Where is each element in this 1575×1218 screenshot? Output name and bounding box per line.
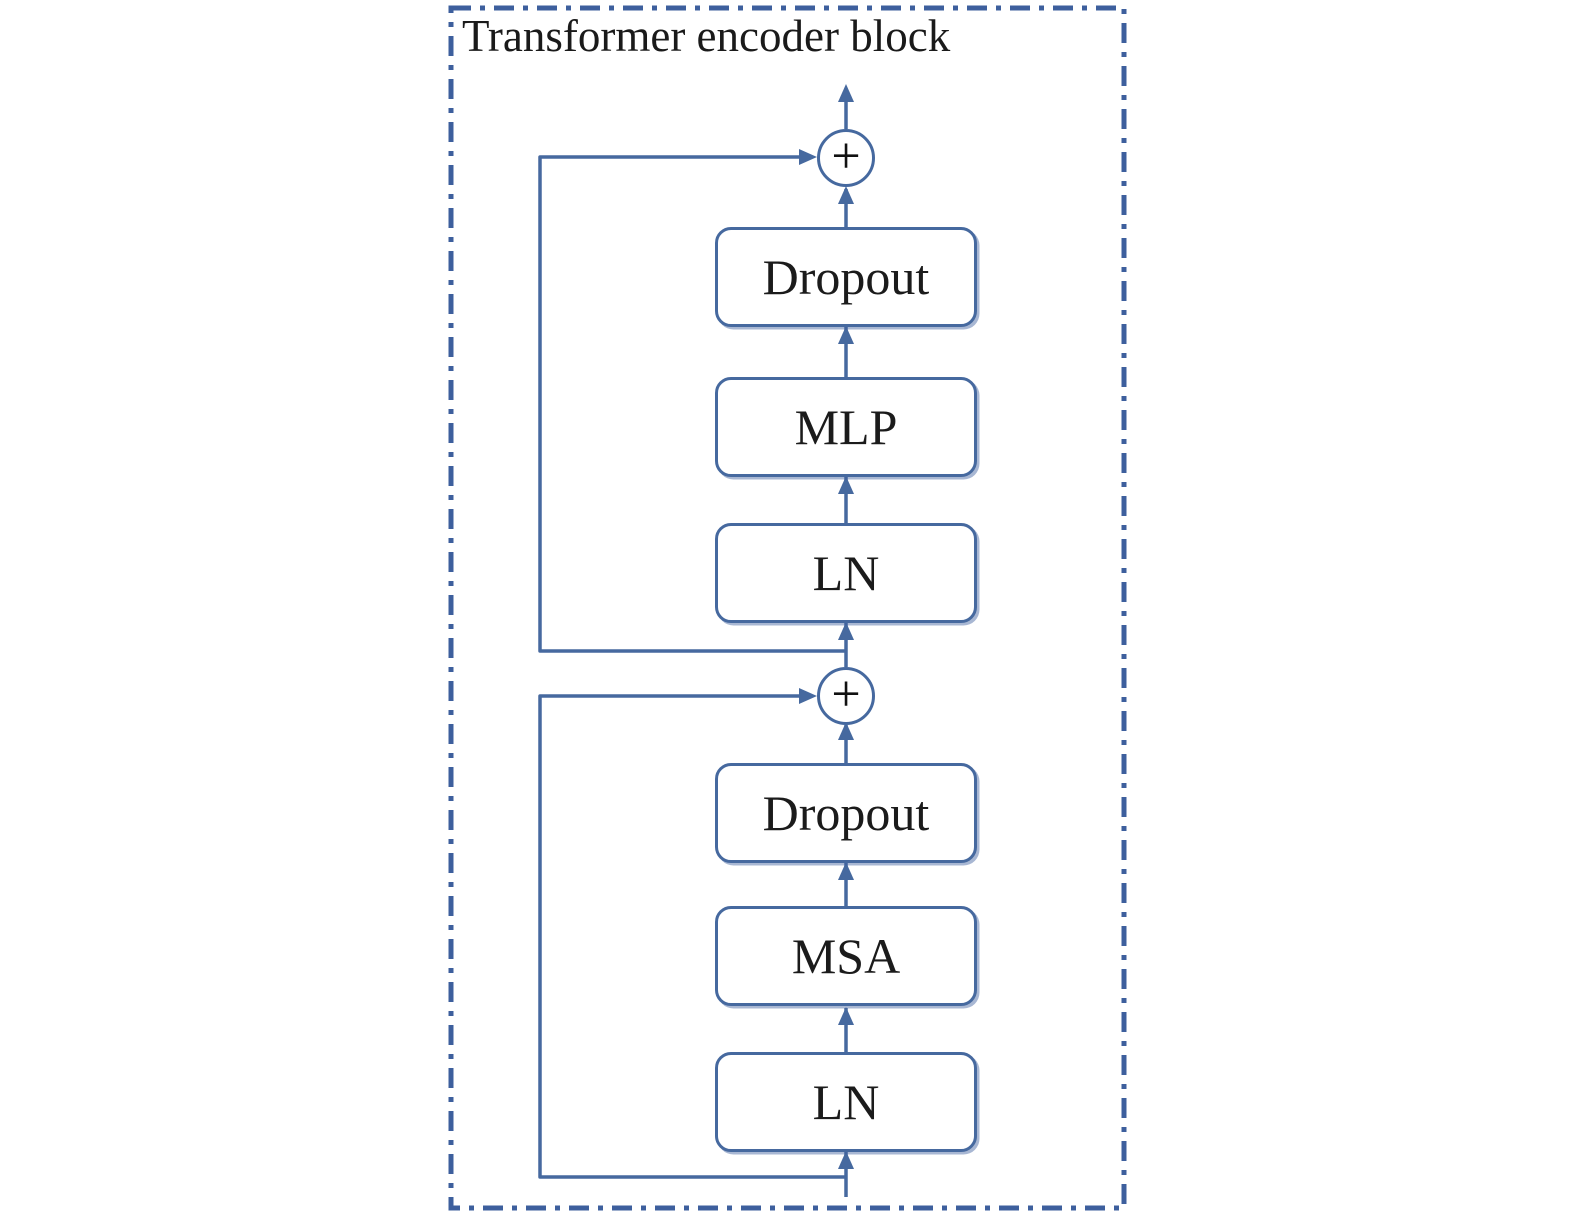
node-label: Dropout xyxy=(762,249,930,305)
arrow-up-icon xyxy=(838,476,854,494)
figure-title: Transformer encoder block xyxy=(462,11,951,61)
arrow-up-icon xyxy=(838,1151,854,1169)
node-label: MLP xyxy=(794,399,898,455)
plus-icon: + xyxy=(831,665,861,723)
arrow-up-icon xyxy=(838,84,854,102)
arrow-right-icon xyxy=(799,688,817,704)
edge-skip-input-to-addmid xyxy=(538,694,846,1179)
node-msa: MSA xyxy=(715,906,977,1006)
node-dropout-bottom: Dropout xyxy=(715,763,977,863)
node-label: LN xyxy=(812,545,880,601)
node-ln-bottom: LN xyxy=(715,1052,977,1152)
arrow-up-icon xyxy=(838,862,854,880)
arrow-right-icon xyxy=(799,149,817,165)
node-label: Dropout xyxy=(762,785,930,841)
arrow-up-icon xyxy=(838,1007,854,1025)
arrow-up-icon xyxy=(838,622,854,640)
plus-icon: + xyxy=(831,127,861,185)
encoder-block-frame xyxy=(448,5,1127,1211)
edge-skip-addmid-to-addtop xyxy=(538,155,846,653)
node-add-mid: + xyxy=(817,665,875,725)
node-ln-top: LN xyxy=(715,523,977,623)
node-add-top: + xyxy=(817,127,875,187)
arrow-up-icon xyxy=(838,186,854,204)
arrow-up-icon xyxy=(838,722,854,740)
arrow-up-icon xyxy=(838,326,854,344)
node-label: LN xyxy=(812,1074,880,1130)
node-label: MSA xyxy=(791,928,901,984)
node-dropout-top: Dropout xyxy=(715,227,977,327)
node-mlp: MLP xyxy=(715,377,977,477)
